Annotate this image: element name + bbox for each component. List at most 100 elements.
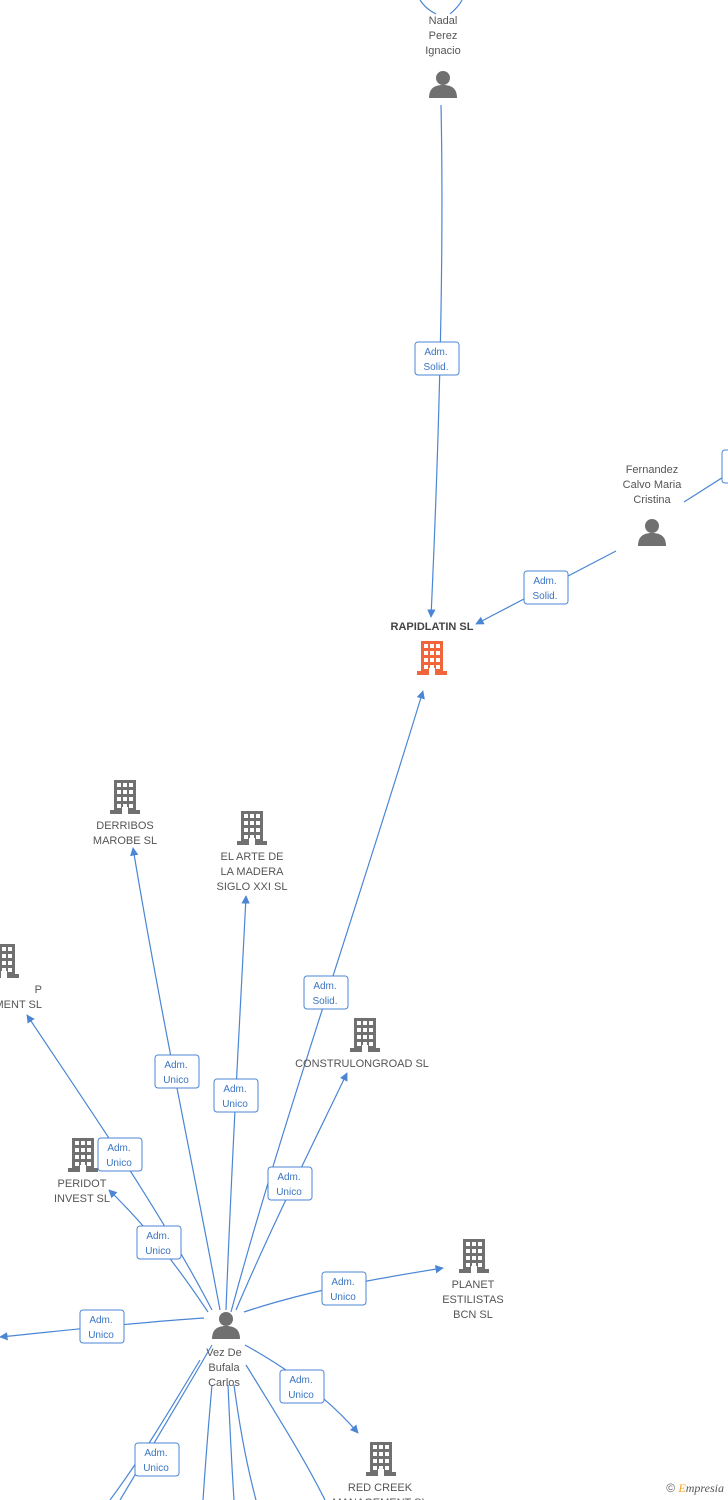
edge-label-offscreen xyxy=(721,449,728,484)
edge-line-offscreen xyxy=(202,1384,213,1500)
edge-label-text: Solid. xyxy=(312,996,337,1007)
node-label: Carlos xyxy=(208,1377,240,1389)
edge-label-text: Unico xyxy=(88,1330,114,1341)
node-planet[interactable]: PLANET ESTILISTAS BCN SL xyxy=(442,1239,504,1321)
edge-label-box xyxy=(414,341,460,376)
edge-label-vez-ment[interactable]: Adm. Unico xyxy=(97,1137,143,1172)
edge-label-text: Adm. xyxy=(424,347,447,358)
person-icon xyxy=(429,71,457,98)
edge-label-text: Unico xyxy=(276,1187,302,1198)
node-label: INVEST SL xyxy=(54,1193,110,1205)
edge-label-box xyxy=(79,1309,125,1344)
edge-label-text: Unico xyxy=(288,1390,314,1401)
edge-label-box xyxy=(134,1442,180,1477)
edge-label-box xyxy=(136,1225,182,1260)
edge-label-vez-left[interactable]: Adm. Unico xyxy=(79,1309,125,1344)
edge-label-text: Solid. xyxy=(423,362,448,373)
edge-label-text: Adm. xyxy=(107,1143,130,1154)
edge-label-vez-constru[interactable]: Adm. Unico xyxy=(267,1166,313,1201)
person-icon xyxy=(638,519,666,546)
building-icon xyxy=(110,780,140,814)
node-rapidlatin[interactable]: RAPIDLATIN SL xyxy=(391,621,474,675)
node-label: Cristina xyxy=(633,494,671,506)
edge-label-nadal-rapid[interactable]: Adm. Solid. xyxy=(414,341,460,376)
edge-label-box xyxy=(321,1271,367,1306)
node-label: RAPIDLATIN SL xyxy=(391,621,474,633)
building-icon xyxy=(0,944,19,978)
brand-initial: E xyxy=(678,1481,686,1495)
node-label: DERRIBOS xyxy=(96,820,153,832)
edge-line-vez-rapid xyxy=(230,690,425,1313)
edge-line-offscreen xyxy=(233,1384,257,1500)
edge-label-fern-rapid[interactable]: Adm.Solid. xyxy=(523,570,569,605)
edge-label-text: Unico xyxy=(145,1246,171,1257)
node-label: MAROBE SL xyxy=(93,835,157,847)
edge-label-box xyxy=(523,570,569,605)
edge-label-box xyxy=(303,975,349,1010)
edge-label-vez-peridot[interactable]: Adm. Unico xyxy=(136,1225,182,1260)
node-label: CONSTRULONGROAD SL xyxy=(295,1058,429,1070)
node-label: PLANET xyxy=(452,1279,495,1291)
edge-label-box xyxy=(267,1166,313,1201)
node-label: LA MADERA xyxy=(221,866,285,878)
node-derribos[interactable]: DERRIBOS MAROBE SL xyxy=(93,780,157,847)
edge-label-text: Adm. xyxy=(313,981,336,992)
edge-label-text: Unico xyxy=(163,1075,189,1086)
credit: © Empresia xyxy=(666,1481,724,1496)
node-label: SIGLO XXI SL xyxy=(217,881,288,893)
building-icon xyxy=(237,811,267,845)
edge-label-text: Unico xyxy=(143,1463,169,1474)
node-ment[interactable]: PMENT SL xyxy=(0,944,42,1011)
node-label: RED CREEK xyxy=(348,1482,413,1494)
edge-label-text: Adm. xyxy=(89,1315,112,1326)
edge-label-text: Adm. xyxy=(277,1172,300,1183)
node-label: Bufala xyxy=(208,1362,240,1374)
node-label: Fernandez xyxy=(626,464,679,476)
edge-label-box xyxy=(97,1137,143,1172)
node-label: ESTILISTAS xyxy=(442,1294,504,1306)
building-icon xyxy=(68,1138,98,1172)
building-icon xyxy=(366,1442,396,1476)
edge-line-offscreen xyxy=(227,1384,235,1500)
node-label: BCN SL xyxy=(453,1309,493,1321)
edge-labels-layer: Adm.Solid.Adm.Solid.Adm.Solid.Adm.UnicoA… xyxy=(79,341,728,1477)
node-label: Vez De xyxy=(206,1347,241,1359)
node-redcreek[interactable]: RED CREEK MANAGEMENT SL xyxy=(332,1442,428,1500)
edge-label-box xyxy=(279,1369,325,1404)
edge-label-box xyxy=(213,1078,259,1113)
edge-label-text: Adm. xyxy=(331,1277,354,1288)
edge-label-text: Unico xyxy=(106,1158,132,1169)
building-icon xyxy=(459,1239,489,1273)
node-arte[interactable]: EL ARTE DE LA MADERA SIGLO XXI SL xyxy=(217,811,288,893)
copyright-icon: © xyxy=(666,1481,676,1495)
building-icon xyxy=(350,1018,380,1052)
edge-label-vez-rapid[interactable]: Adm. Solid. xyxy=(303,975,349,1010)
edge-line-fern-offscreen xyxy=(683,473,728,503)
edge-label-text: Adm. xyxy=(146,1231,169,1242)
brand-name: mpresia xyxy=(685,1481,724,1495)
edge-label-vez-derribos[interactable]: Adm. Unico xyxy=(154,1054,200,1089)
edge-line-offscreen xyxy=(109,1359,201,1500)
edge-label-vez-bottomleft[interactable]: Adm. Unico xyxy=(134,1442,180,1477)
edge-label-vez-redcreek[interactable]: Adm. Unico xyxy=(279,1369,325,1404)
edge-label-vez-arte[interactable]: Adm.Unico xyxy=(213,1078,259,1113)
node-constru[interactable]: CONSTRULONGROAD SL xyxy=(295,1018,429,1070)
node-label: Nadal xyxy=(429,15,458,27)
edge-label-text: Adm. xyxy=(289,1375,312,1386)
edge-label-text: Unico xyxy=(330,1292,356,1303)
edge-line-offscreen xyxy=(449,0,463,15)
node-label: EL ARTE DE xyxy=(221,851,284,863)
edge-line-offscreen xyxy=(245,1364,326,1500)
edge-label-text: Adm. xyxy=(223,1084,246,1095)
edge-label-text: Adm. xyxy=(164,1060,187,1071)
node-label: MANAGEMENT SL xyxy=(332,1497,427,1500)
edge-label-vez-planet[interactable]: Adm. Unico xyxy=(321,1271,367,1306)
edge-label-text: Adm. xyxy=(144,1448,167,1459)
building-icon xyxy=(417,641,447,675)
